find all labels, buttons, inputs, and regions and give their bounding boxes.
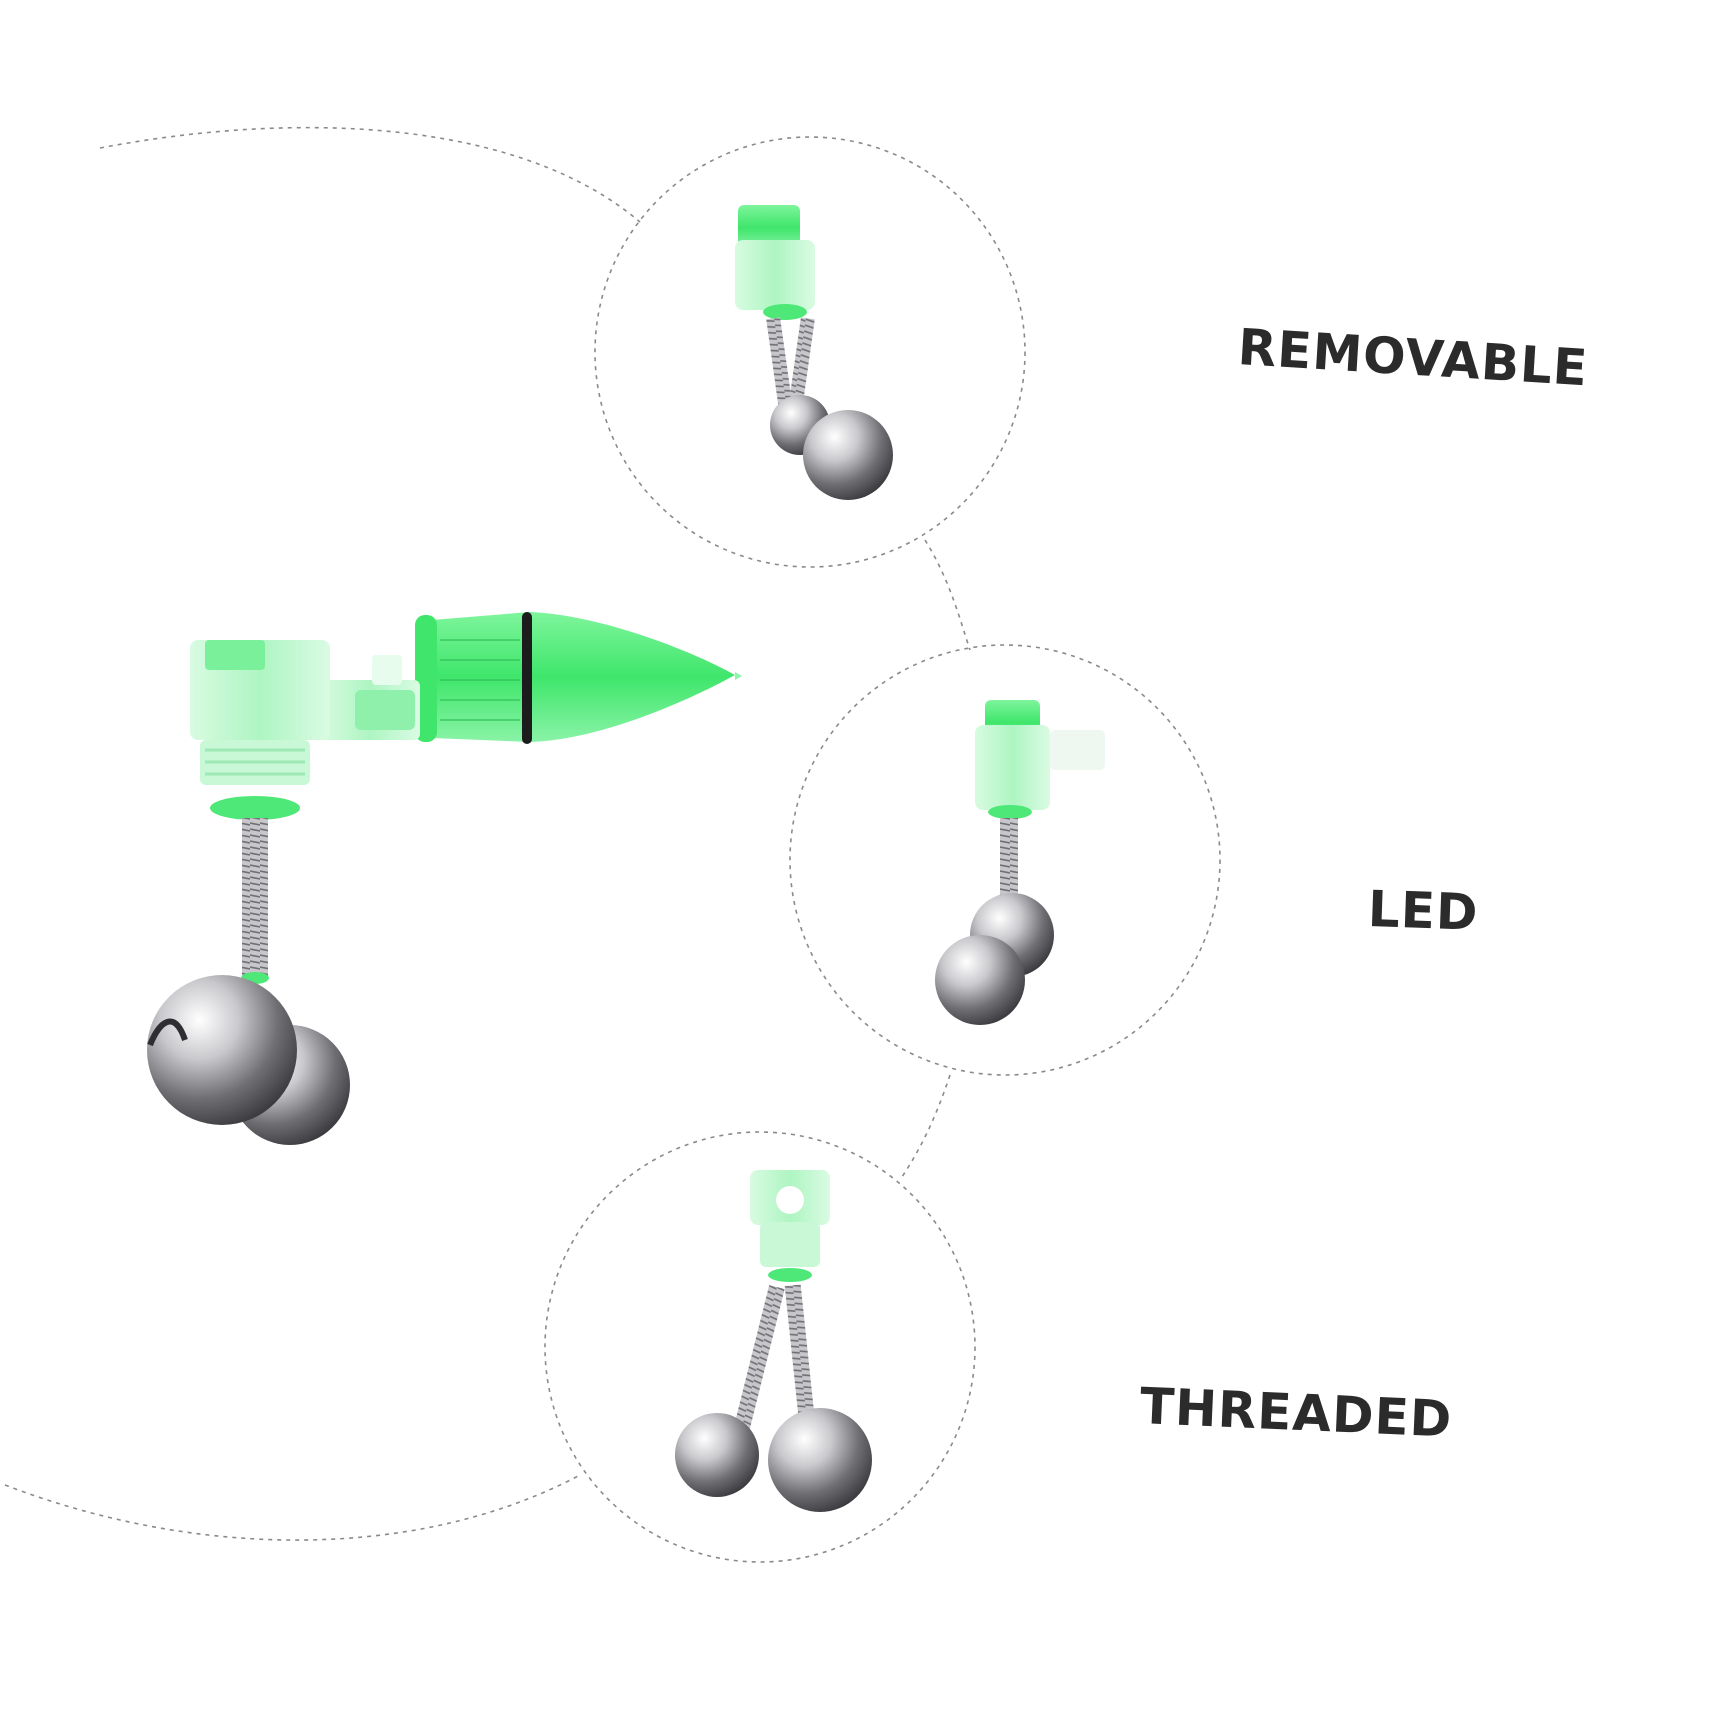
dashed-arc-bottom: [4, 1474, 581, 1541]
bell-led-detail-image: [935, 700, 1105, 1025]
bell-clip-detail-image: [735, 205, 893, 500]
detail-circle-bottom: [544, 1131, 976, 1563]
dashed-arc-middle-top: [924, 539, 971, 651]
feature-label-led: LED: [1366, 880, 1480, 942]
detail-circle-middle: [789, 644, 1221, 1076]
bell-thread-detail-image: [675, 1170, 872, 1512]
dashed-arc-top: [99, 126, 641, 223]
dashed-arc-middle-bottom: [899, 1074, 951, 1181]
dashed-connector-lines: [4, 126, 1221, 1563]
bell-alarm-led-image: [147, 612, 742, 1145]
detail-circle-top: [594, 136, 1026, 568]
